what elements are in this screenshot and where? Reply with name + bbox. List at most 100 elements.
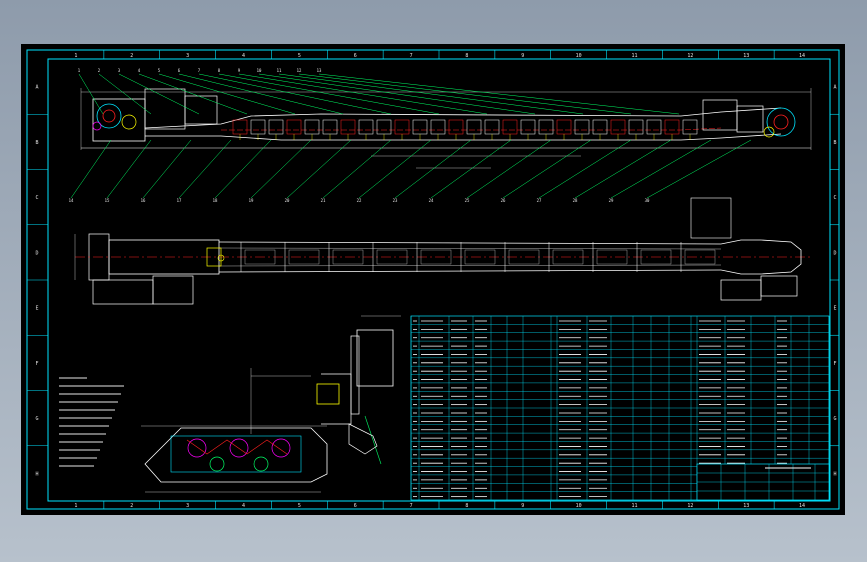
callout-label: 20 — [285, 198, 290, 203]
callout-label: 2 — [98, 68, 101, 73]
row-marker: D — [35, 250, 38, 256]
callout-leader — [298, 73, 632, 115]
callout-label: 29 — [609, 198, 614, 203]
column-marker: 1 — [74, 53, 77, 59]
callout-label: 22 — [357, 198, 362, 203]
callout-label: 18 — [213, 198, 218, 203]
elevation-sections — [232, 119, 698, 140]
row-marker: H — [833, 471, 836, 477]
callout-leader — [394, 139, 472, 199]
callout-leader — [286, 139, 352, 199]
callout-label: 5 — [158, 68, 161, 73]
column-marker: 14 — [799, 53, 805, 59]
column-marker: 2 — [130, 53, 133, 59]
row-marker: F — [35, 361, 38, 367]
callout-leader — [98, 73, 152, 115]
callout-leader — [138, 73, 248, 115]
column-marker: 6 — [354, 53, 357, 59]
column-marker: 11 — [631, 53, 637, 59]
callout-leader — [574, 139, 672, 199]
plan-view — [74, 197, 811, 305]
plan-sections — [240, 242, 716, 272]
column-marker: 10 — [576, 53, 582, 59]
callout-leader — [106, 139, 152, 199]
callout-leader — [538, 139, 632, 199]
row-marker: E — [833, 306, 836, 312]
technical-notes — [59, 377, 124, 467]
column-marker: 5 — [298, 53, 301, 59]
callout-label: 1 — [78, 68, 81, 73]
callout-leader — [502, 139, 592, 199]
callout-leader — [70, 139, 112, 199]
column-marker: 13 — [743, 503, 749, 509]
row-marker: G — [833, 416, 836, 422]
callout-leader — [198, 73, 392, 115]
callout-leader — [158, 73, 296, 115]
callout-leader — [78, 73, 104, 115]
callout-label: 27 — [537, 198, 542, 203]
column-marker: 10 — [576, 503, 582, 509]
column-marker: 3 — [186, 503, 189, 509]
callout-leader — [118, 73, 200, 115]
callout-leader — [178, 73, 344, 115]
row-marker: H — [35, 471, 38, 477]
column-marker: 7 — [410, 503, 413, 509]
callout-leader — [646, 139, 752, 199]
callout-label: 13 — [317, 68, 322, 73]
callout-label: 23 — [393, 198, 398, 203]
row-marker: A — [833, 85, 836, 91]
column-marker: 14 — [799, 503, 805, 509]
callout-leader — [258, 73, 536, 115]
callout-label: 11 — [277, 68, 282, 73]
row-markers: A A B B C C D D E E F F G G H H — [27, 85, 839, 477]
section-detail — [141, 315, 401, 493]
callout-label: 9 — [238, 68, 241, 73]
callout-label: 14 — [69, 198, 74, 203]
row-marker: B — [35, 140, 38, 146]
column-marker: 7 — [410, 53, 413, 59]
callout-leader — [218, 73, 440, 115]
column-marker: 4 — [242, 503, 245, 509]
callout-label: 10 — [257, 68, 262, 73]
callout-label: 19 — [249, 198, 254, 203]
column-marker: 9 — [521, 503, 524, 509]
row-marker: C — [833, 195, 836, 201]
row-marker: A — [35, 85, 38, 91]
callout-label: 6 — [178, 68, 181, 73]
column-marker: 5 — [298, 503, 301, 509]
callout-leader — [178, 139, 232, 199]
callout-label: 12 — [297, 68, 302, 73]
callout-label: 28 — [573, 198, 578, 203]
row-marker: F — [833, 361, 836, 367]
inner-frame — [47, 58, 831, 502]
callout-leader — [610, 139, 712, 199]
column-marker: 6 — [354, 503, 357, 509]
column-marker: 3 — [186, 53, 189, 59]
column-marker: 9 — [521, 53, 524, 59]
callout-leader — [358, 139, 432, 199]
callout-label: 25 — [465, 198, 470, 203]
callout-label: 15 — [105, 198, 110, 203]
row-marker: C — [35, 195, 38, 201]
column-marker: 8 — [465, 503, 468, 509]
row-marker: E — [35, 306, 38, 312]
callout-leader — [322, 139, 392, 199]
callout-leader — [238, 73, 488, 115]
elevation-view — [80, 88, 812, 169]
column-marker: 12 — [687, 503, 693, 509]
outer-frame — [26, 49, 840, 510]
callout-leader — [278, 73, 584, 115]
row-marker: D — [833, 250, 836, 256]
column-marker: 11 — [631, 503, 637, 509]
row-marker: B — [833, 140, 836, 146]
row-marker: G — [35, 416, 38, 422]
column-marker: 1 — [74, 503, 77, 509]
title-block — [696, 463, 830, 501]
bill-of-materials — [410, 315, 830, 501]
